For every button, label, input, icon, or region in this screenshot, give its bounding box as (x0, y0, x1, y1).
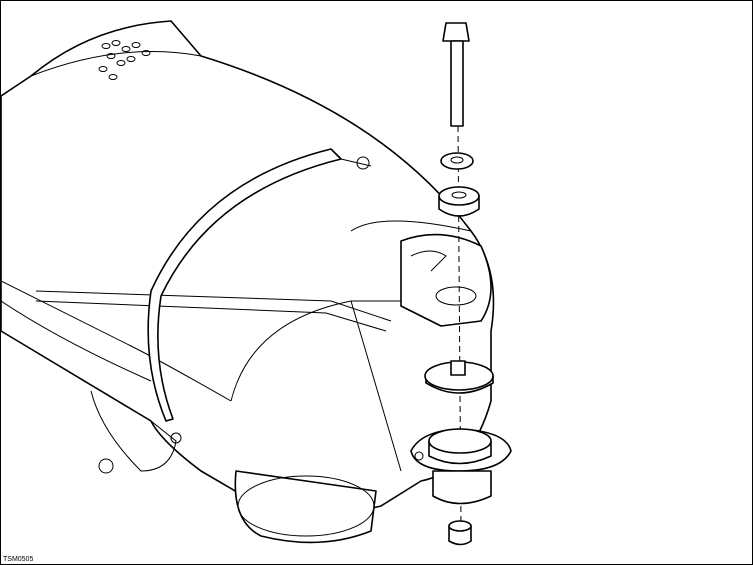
reference-code: TSM0505 (3, 556, 34, 563)
nut (448, 520, 472, 546)
rubber-mount (410, 428, 512, 505)
exhaust-silencer (1, 20, 495, 544)
large-washer (424, 360, 494, 394)
band-clamp (147, 148, 372, 422)
vent-holes (98, 40, 151, 80)
small-washer (440, 152, 474, 170)
spacer (438, 186, 480, 217)
mount-bracket (400, 233, 492, 327)
bolt (442, 22, 470, 127)
